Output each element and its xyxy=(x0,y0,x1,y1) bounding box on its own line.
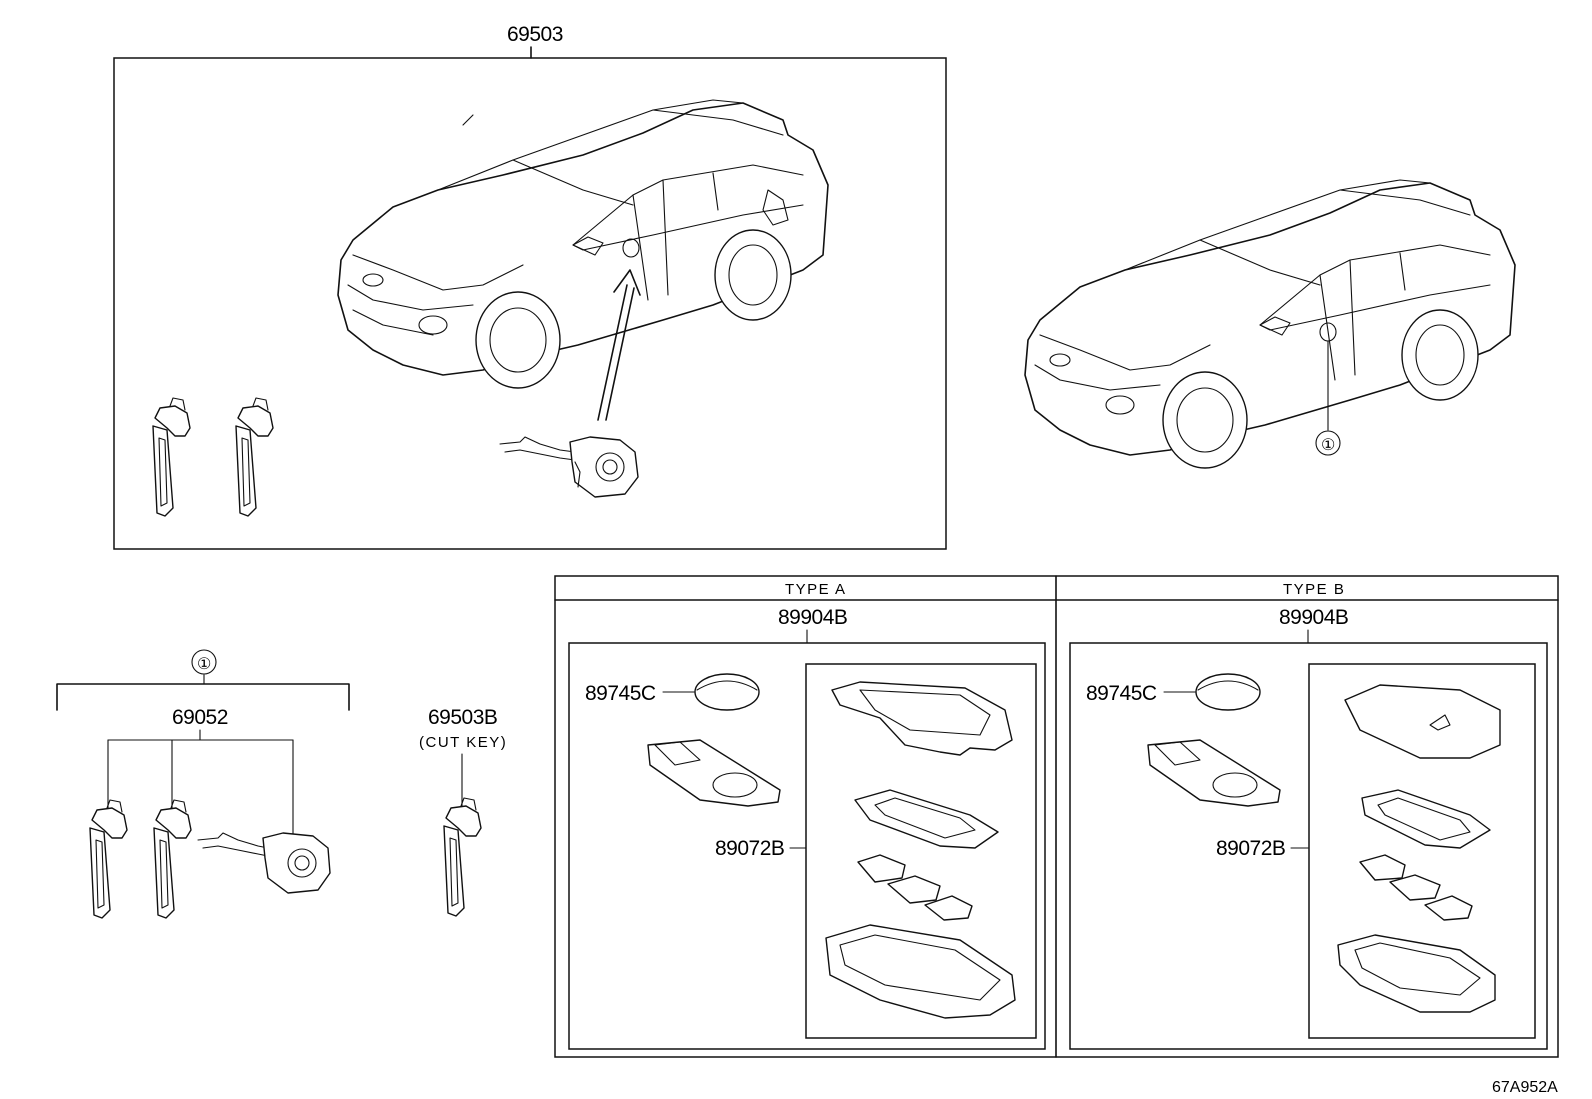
door-lock-cylinder-2 xyxy=(197,832,331,894)
part-number-69052[interactable]: 69052 xyxy=(172,706,228,729)
type-table: TYPE A TYPE B 89904B 89745C 89072B xyxy=(554,575,1559,1058)
buttons-a xyxy=(857,854,973,921)
key-case-b xyxy=(1337,934,1496,1013)
lock-set-group: ① 69052 xyxy=(56,649,350,919)
vehicle-illustration-right xyxy=(1024,179,1516,469)
buttons-b xyxy=(1359,854,1473,921)
part-number-69503[interactable]: 69503 xyxy=(507,23,563,46)
part-number-89745c-a[interactable]: 89745C xyxy=(585,682,656,705)
part-number-89904b-a[interactable]: 89904B xyxy=(778,606,848,629)
vehicle-illustration-left xyxy=(337,99,829,389)
cut-key-note: (CUT KEY) xyxy=(419,734,507,751)
callout-circle-1-car-label: ① xyxy=(1321,437,1335,454)
cut-key-group: 69503B (CUT KEY) xyxy=(419,706,507,917)
key-blank-4 xyxy=(153,799,192,919)
main-assembly-frame xyxy=(113,57,947,550)
callout-circle-1-car[interactable]: ① xyxy=(1315,430,1341,456)
part-number-89745c-b[interactable]: 89745C xyxy=(1086,682,1157,705)
part-number-89072b-b[interactable]: 89072B xyxy=(1216,837,1286,860)
button-frame-a xyxy=(854,789,999,849)
callout-circle-1[interactable]: ① xyxy=(197,656,211,673)
part-number-69503b[interactable]: 69503B xyxy=(428,706,498,729)
key-case-a xyxy=(825,924,1016,1019)
door-lock-cylinder-1 xyxy=(499,436,639,498)
battery-a xyxy=(694,673,760,711)
key-blank-3 xyxy=(89,799,128,919)
key-cover-a xyxy=(831,681,1013,756)
button-frame-b xyxy=(1361,789,1491,849)
battery-b xyxy=(1195,673,1261,711)
key-cover-b xyxy=(1344,684,1501,759)
type-a-header: TYPE A xyxy=(785,581,847,598)
key-blank-1 xyxy=(152,397,191,517)
main-assembly-group: 69503 xyxy=(113,23,947,550)
transponder-board-b xyxy=(1147,739,1281,807)
type-a-panel: 89904B 89745C 89072B xyxy=(568,606,1046,1050)
part-number-89072b-a[interactable]: 89072B xyxy=(715,837,785,860)
pointer-arrow xyxy=(597,269,641,421)
type-b-panel: 89904B 89745C 89072B xyxy=(1069,606,1548,1050)
key-blank-2 xyxy=(235,397,274,517)
cut-key xyxy=(443,797,482,917)
transponder-board-a xyxy=(647,739,781,807)
type-b-header: TYPE B xyxy=(1283,581,1345,598)
diagram-code: 67A952A xyxy=(1492,1079,1558,1096)
part-number-89904b-b[interactable]: 89904B xyxy=(1279,606,1349,629)
